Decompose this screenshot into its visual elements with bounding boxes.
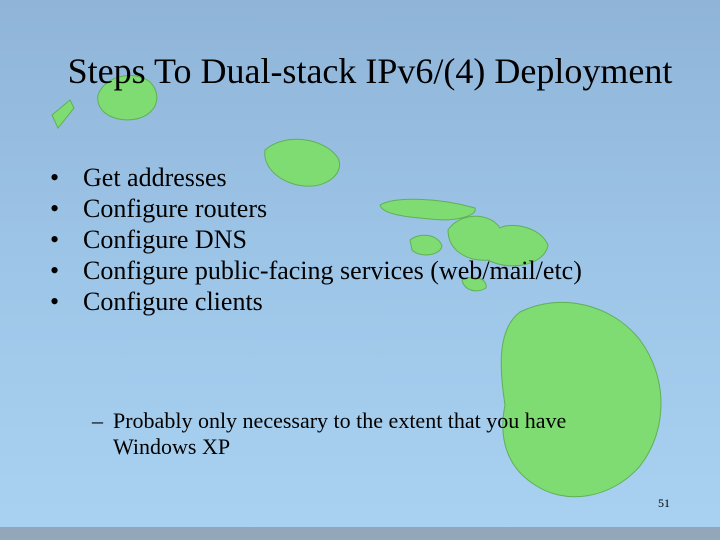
bullet-text: Get addresses	[83, 163, 227, 192]
kauai-island	[97, 75, 158, 121]
bullet-text: Configure DNS	[83, 225, 247, 254]
molokai-island	[379, 198, 476, 221]
sub-bullet-text: Probably only necessary to the extent th…	[113, 408, 567, 459]
lanai-island	[409, 234, 443, 256]
sub-bullet-dash: –	[92, 408, 103, 433]
bullet-item: • Configure clients	[50, 286, 670, 317]
bottom-bar	[0, 527, 720, 540]
bullet-dot: •	[50, 163, 60, 192]
kahoolawe-island	[461, 276, 487, 292]
page-number: 51	[658, 496, 670, 510]
bullet-item: • Configure public-facing services (web/m…	[50, 255, 670, 286]
bullet-dot: •	[50, 287, 60, 316]
niihau-island	[51, 99, 75, 129]
sub-bullet: – Probably only necessary to the extent …	[92, 408, 652, 460]
oahu-island	[264, 138, 341, 187]
bullet-text: Configure routers	[83, 194, 268, 223]
bullet-list: • Get addresses • Configure routers • Confi…	[50, 162, 670, 317]
bullet-dot: •	[50, 225, 60, 254]
big-island	[500, 301, 662, 498]
bullet-item: • Configure routers	[50, 193, 670, 224]
slide-title: Steps To Dual-stack IPv6/(4) Deployment	[67, 51, 673, 91]
bullet-dot: •	[50, 194, 60, 223]
bullet-text: Configure public-facing services (web/ma…	[83, 256, 582, 285]
bullet-dot: •	[50, 256, 60, 285]
bullet-text: Configure clients	[83, 287, 263, 316]
bullet-item: • Get addresses	[50, 162, 670, 193]
maui-island	[447, 215, 549, 267]
bullet-item: • Configure DNS	[50, 224, 670, 255]
